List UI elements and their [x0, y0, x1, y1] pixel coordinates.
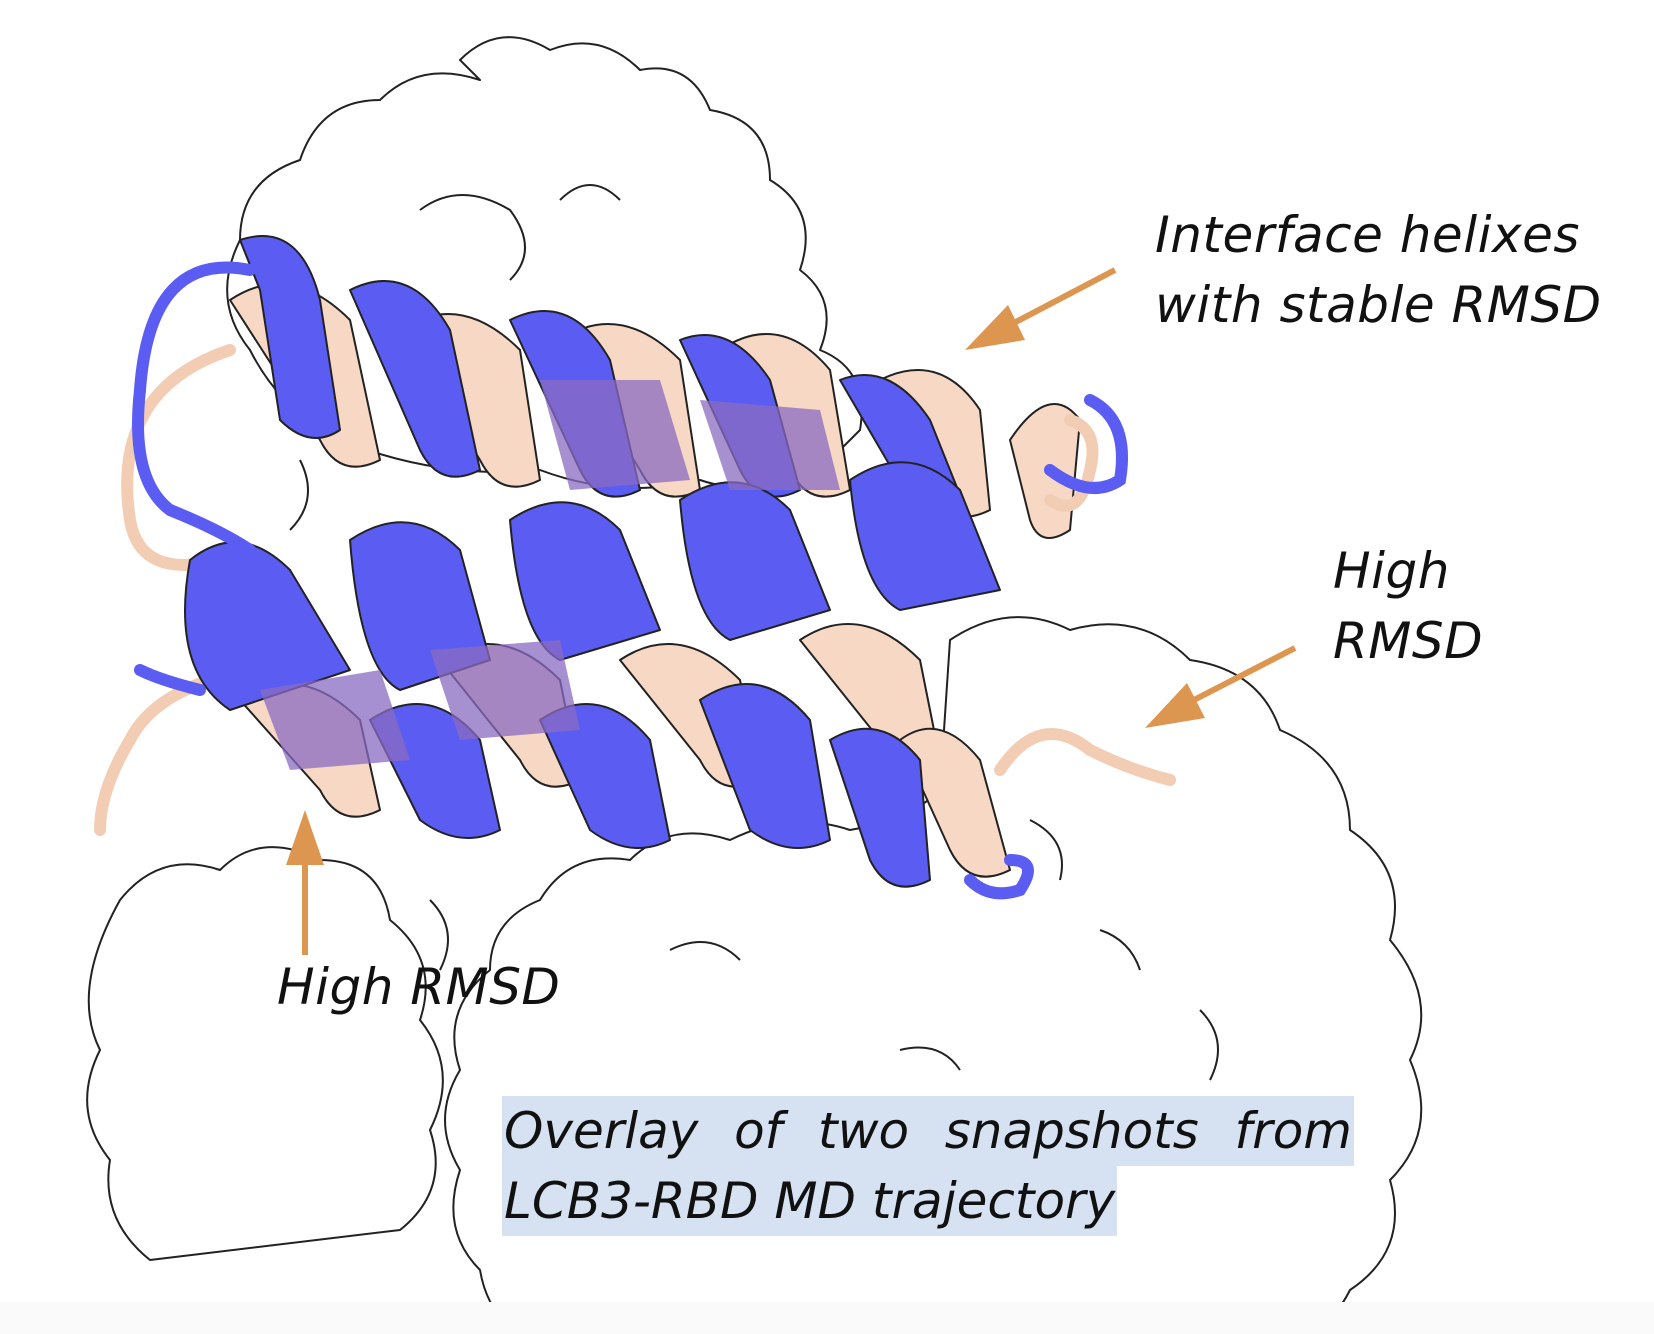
loop-beige: [94, 344, 1176, 836]
arrow-left: [286, 810, 324, 955]
annotation-arrows: [286, 267, 1297, 955]
high-rmsd-right-label: High RMSD: [1333, 536, 1593, 676]
right-label-line2: RMSD: [1333, 612, 1484, 670]
interface-label-line2: with stable RMSD: [1155, 276, 1602, 334]
loop-blue: [132, 261, 1128, 900]
caption-line2: LCB3-RBD MD trajectory: [502, 1166, 1118, 1236]
caption-line1: Overlay of two snapshots from: [502, 1096, 1354, 1166]
helix-snapshot-blue: [184, 235, 1001, 888]
high-rmsd-left-label: High RMSD: [277, 958, 561, 1016]
overlap-tint: [260, 380, 840, 770]
arrow-interface: [965, 267, 1117, 350]
surface-detail-lines: [289, 184, 1219, 1081]
figure-caption: Overlay of two snapshots from LCB3-RBD M…: [502, 1096, 1354, 1236]
interface-label-line1: Interface helixes: [1155, 206, 1580, 264]
right-label-line1: High: [1333, 542, 1450, 600]
arrow-right: [1145, 645, 1297, 728]
interface-helix-label: Interface helixes with stable RMSD: [1155, 200, 1645, 340]
bottom-strip: [0, 1302, 1654, 1334]
